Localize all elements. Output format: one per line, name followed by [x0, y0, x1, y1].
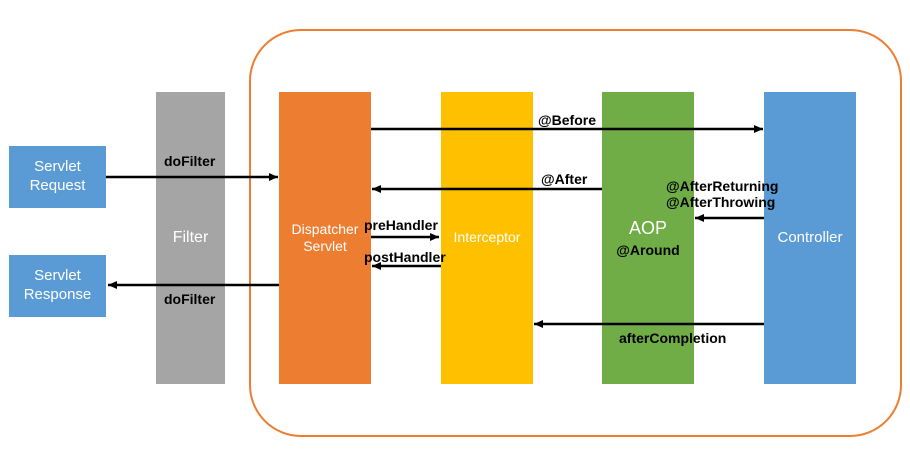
pre-handler-label: preHandler — [364, 217, 438, 233]
dispatcher-servlet-box: Dispatcher Servlet — [279, 92, 371, 384]
interceptor-box: Interceptor — [441, 92, 533, 384]
after-throwing-label: @AfterThrowing — [666, 194, 776, 210]
after-label: @After — [541, 171, 588, 187]
filter-label: Filter — [172, 229, 209, 246]
aop-around-label: @Around — [616, 241, 680, 258]
aop-box: AOP @Around — [602, 92, 694, 384]
servlet-response-label-line1: Servlet — [34, 267, 81, 285]
servlet-request-label-line1: Servlet — [34, 158, 81, 176]
response-dofilter-label: doFilter — [164, 291, 216, 307]
dispatcher-servlet-label-line1: Dispatcher — [291, 220, 359, 237]
controller-box: Controller — [764, 92, 856, 384]
after-returning-label: @AfterReturning — [666, 178, 779, 194]
post-handler-label: postHandler — [364, 249, 446, 265]
servlet-response-label-line2: Response — [23, 286, 92, 303]
filter-box: Filter — [156, 92, 225, 384]
interceptor-label: Interceptor — [453, 229, 521, 246]
dispatcher-servlet-label-line2: Servlet — [303, 238, 347, 254]
after-completion-label: afterCompletion — [619, 330, 727, 346]
servlet-request-label-line2: Request — [29, 177, 86, 194]
before-label: @Before — [538, 112, 596, 128]
servlet-request-box: Servlet Request — [9, 146, 106, 208]
controller-label: Controller — [777, 228, 843, 246]
aop-label: AOP — [628, 218, 667, 238]
servlet-response-box: Servlet Response — [9, 255, 106, 317]
request-dofilter-label: doFilter — [164, 153, 216, 169]
spring-container-outline — [249, 29, 902, 437]
